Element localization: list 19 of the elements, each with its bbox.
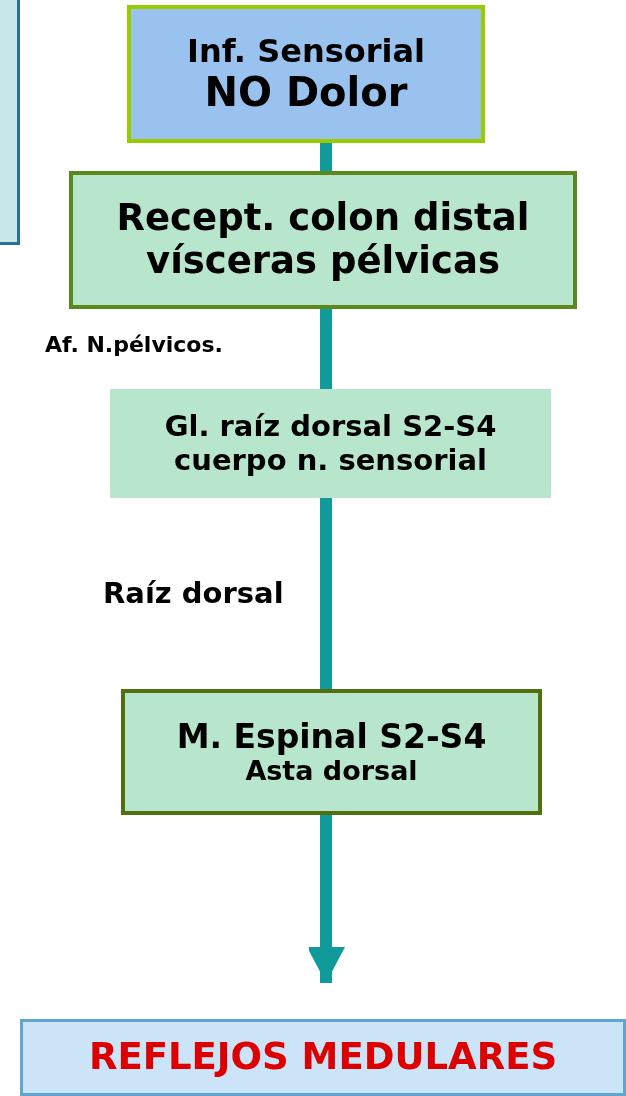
connector-line [320,309,332,389]
box-text: REFLEJOS MEDULARES [88,1036,558,1079]
box-text: M. Espinal S2-S4 [176,717,487,756]
process-box [69,171,577,309]
box-text: NO Dolor [204,69,408,116]
box-text: Recept. colon distal vísceras pélvicas [115,197,531,283]
process-box [110,389,551,498]
connector-line [320,143,332,171]
process-box [127,5,485,143]
process-box [20,1019,626,1096]
box-text: Inf. Sensorial [187,32,425,70]
arrow [307,815,345,983]
box-text: Asta dorsal [245,755,418,787]
connector-line [320,498,332,689]
edge-label: Raíz dorsal [103,576,284,610]
box-text: Gl. raíz dorsal S2-S4 cuerpo n. sensorial [163,410,498,477]
empty-box [0,0,20,245]
edge-label: Af. N.pélvicos. [45,332,223,357]
process-box [121,689,542,815]
